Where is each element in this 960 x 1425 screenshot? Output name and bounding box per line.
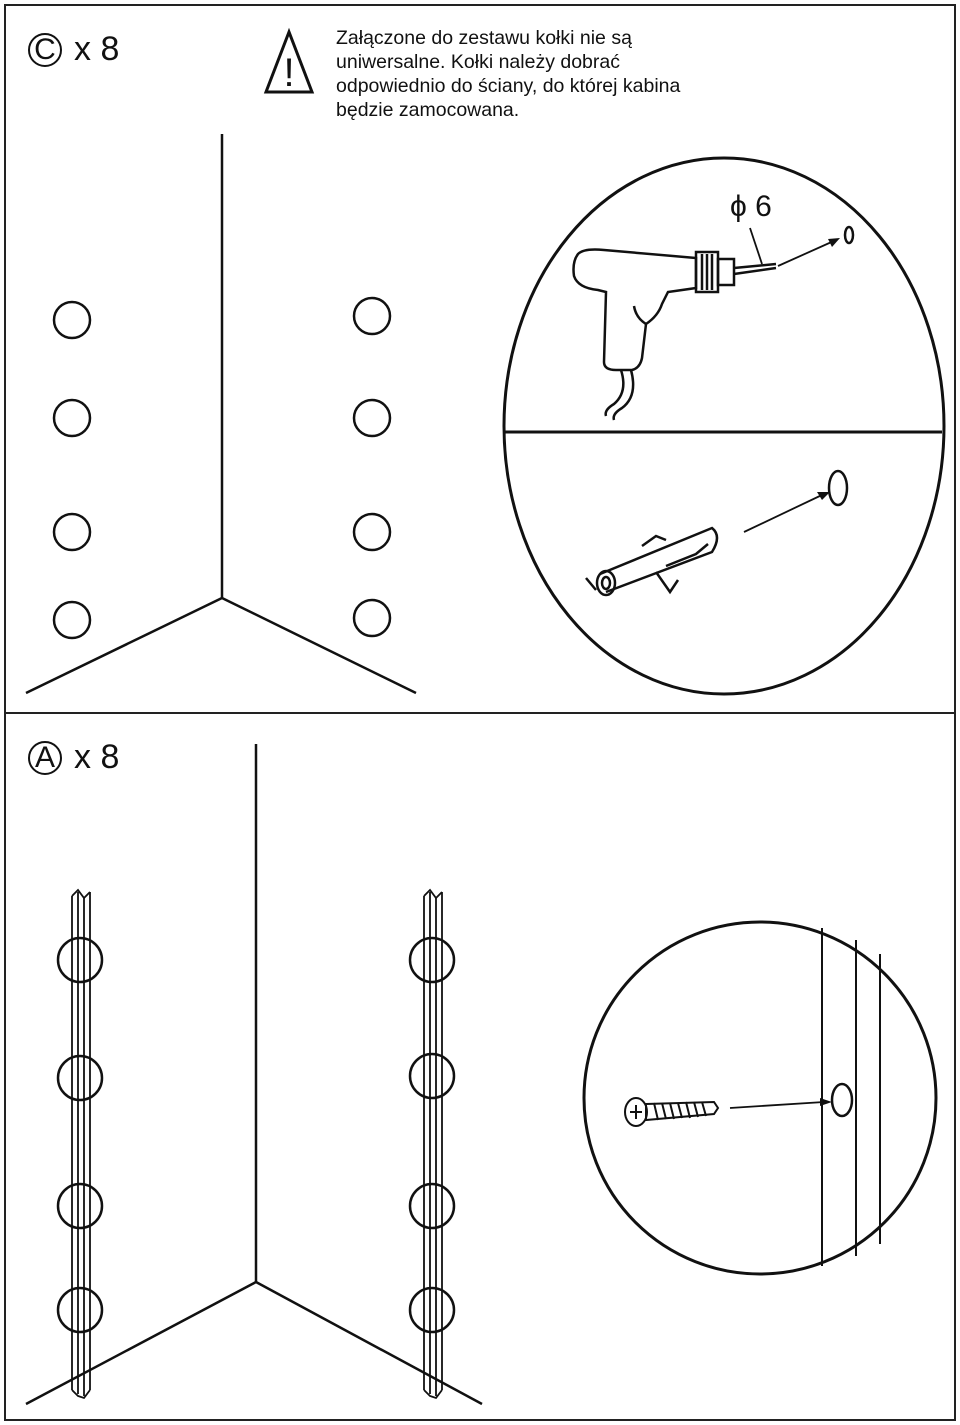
wall-hole — [830, 1082, 854, 1118]
part-c-label: C x 8 — [28, 30, 119, 69]
screw-position-marker — [56, 1054, 104, 1102]
part-c-quantity: x 8 — [74, 30, 120, 68]
floor-left-line — [25, 596, 223, 695]
floor-right-line — [221, 596, 417, 695]
screw-position-marker — [56, 936, 104, 984]
floor-right-line — [255, 1280, 483, 1406]
screw-position-marker — [408, 1052, 456, 1100]
hole-marker — [352, 598, 392, 638]
detail-ellipse — [502, 156, 946, 696]
screw-position-marker — [408, 1286, 456, 1334]
screw-icon — [624, 1097, 720, 1127]
warning-line-3: odpowiednio do ściany, do której kabina — [336, 75, 681, 97]
screw-position-marker — [56, 1182, 104, 1230]
screw-position-marker — [56, 1286, 104, 1334]
diameter-pointer — [749, 227, 763, 265]
warning-text: Załączone do zestawu kołki nie są uniwer… — [336, 26, 708, 122]
hole-marker — [52, 512, 92, 552]
detail-circle — [582, 920, 938, 1276]
hole-marker — [352, 512, 392, 552]
hole-marker — [352, 398, 392, 438]
part-letter-c: C — [28, 32, 62, 67]
plug-arrow — [743, 493, 825, 533]
screw-arrow — [729, 1101, 825, 1109]
part-a-quantity: x 8 — [74, 738, 120, 776]
warning-line-2: uniwersalne. Kołki należy dobrać — [336, 51, 620, 73]
drill-arrow — [777, 239, 837, 267]
hole-marker — [52, 300, 92, 340]
wall-plug-icon — [585, 526, 719, 597]
hole-marker — [52, 600, 92, 640]
wall-hole — [827, 469, 849, 507]
drill-and-plug-illustration: ! — [25, 27, 946, 696]
part-letter-a: A — [28, 740, 62, 775]
drill-diameter-label: ϕ 6 — [730, 190, 772, 223]
warning-triangle-icon — [263, 27, 315, 94]
floor-left-line — [25, 1280, 257, 1406]
warning-line-4: będzie zamocowana. — [336, 99, 520, 121]
profile-mounting-illustration — [25, 744, 938, 1406]
drill-icon — [572, 248, 777, 421]
bottom-panel: A x 8 — [4, 712, 956, 1421]
wall-profile-right — [423, 888, 443, 1400]
wall-profile-left — [71, 888, 91, 1400]
hole-marker — [352, 296, 392, 336]
warning-exclamation: ! — [283, 51, 294, 95]
part-a-label: A x 8 — [28, 738, 119, 777]
hole-marker — [52, 398, 92, 438]
screw-position-marker — [408, 1182, 456, 1230]
wall-hole — [843, 225, 855, 245]
top-panel: ! C x 8 Załączone do zestawu kołki nie s… — [4, 4, 956, 714]
screw-position-marker — [408, 936, 456, 984]
warning-line-1: Załączone do zestawu kołki nie są — [336, 27, 632, 49]
